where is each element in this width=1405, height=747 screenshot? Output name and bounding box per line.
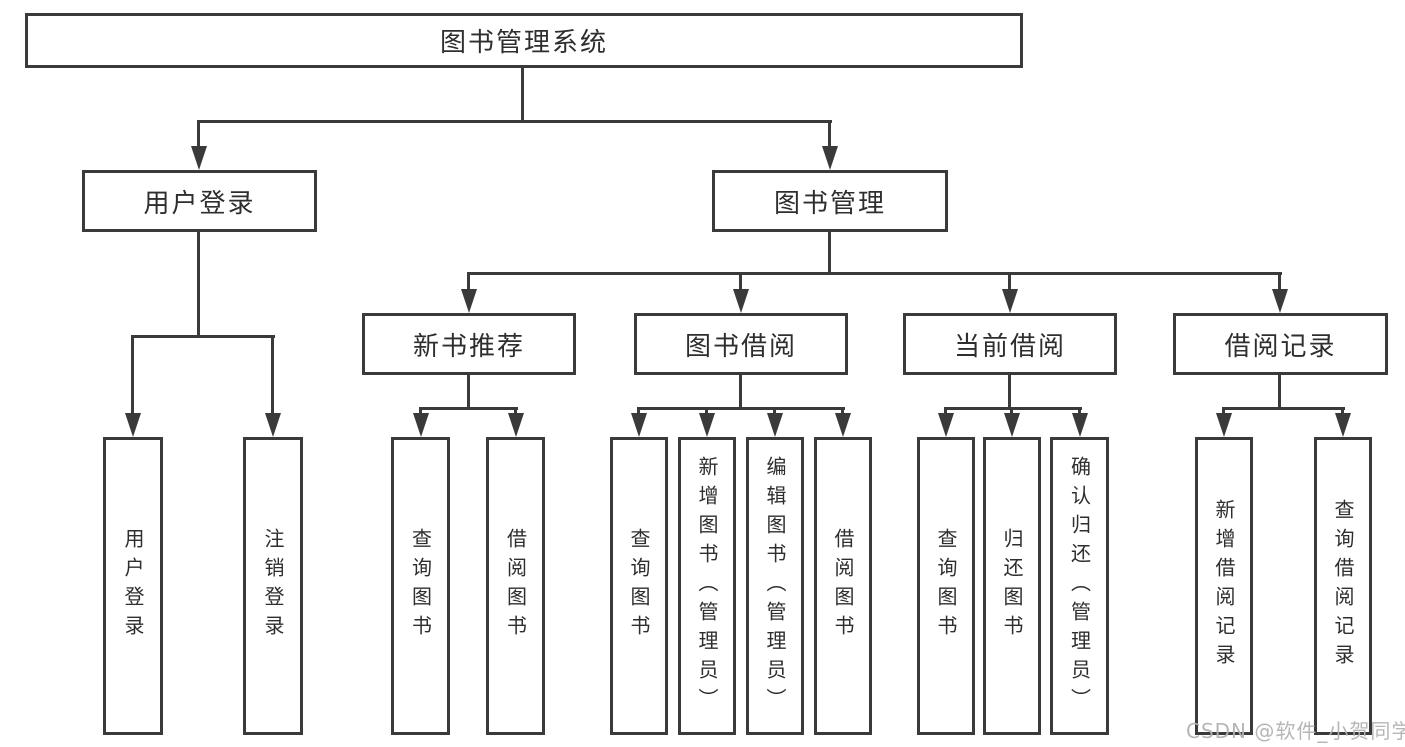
arrowhead-icon [733, 289, 749, 313]
arrowhead-icon [125, 413, 141, 437]
connector-line [1278, 375, 1281, 410]
connector-line [131, 335, 275, 338]
connector-line [1078, 407, 1081, 415]
arrowhead-icon [1072, 413, 1088, 437]
connector-line [773, 407, 776, 415]
connector-line [1010, 407, 1013, 415]
arrowhead-icon [767, 413, 783, 437]
connector-line [197, 120, 832, 123]
arrowhead-icon [1004, 413, 1020, 437]
leaf-add-books-admin: 新增图书（管理员） [678, 437, 736, 735]
leaf-add-borrow-record: 新增借阅记录 [1195, 437, 1253, 735]
leaf-query-books-borrowing: 查询图书 [610, 437, 668, 735]
leaf-confirm-return-admin: 确认归还（管理员） [1050, 437, 1109, 735]
connector-line [828, 232, 831, 275]
connector-line [1341, 407, 1344, 415]
connector-line [514, 407, 517, 415]
connector-line [197, 120, 200, 148]
node-label: 注销登录 [261, 528, 285, 644]
node-label: 查询图书 [934, 528, 958, 644]
node-label: 借阅记录 [1224, 331, 1337, 362]
leaf-borrow-books-borrowing: 借阅图书 [814, 437, 872, 735]
connector-line [1222, 407, 1225, 415]
node-label: 用户登录 [143, 188, 256, 219]
connector-line [637, 407, 640, 415]
node-label: 借阅图书 [831, 528, 855, 644]
node-borrowing-records: 借阅记录 [1173, 313, 1388, 375]
node-label: 归还图书 [1000, 528, 1024, 644]
arrowhead-icon [413, 413, 429, 437]
node-user-login: 用户登录 [82, 170, 317, 232]
node-book-management: 图书管理 [712, 170, 948, 232]
node-label: 图书管理系统 [439, 28, 608, 58]
leaf-query-books-current: 查询图书 [917, 437, 975, 735]
connector-line [467, 272, 1282, 275]
arrowhead-icon [699, 413, 715, 437]
connector-line [637, 407, 845, 410]
node-label: 查询图书 [408, 528, 433, 644]
leaf-edit-books-admin: 编辑图书（管理员） [746, 437, 804, 735]
connector-line [521, 68, 524, 123]
connector-line [467, 375, 470, 410]
connector-line [944, 407, 1082, 410]
leaf-logout: 注销登录 [243, 437, 303, 735]
node-label: 图书借阅 [684, 331, 797, 362]
connector-line [705, 407, 708, 415]
node-current-borrowing: 当前借阅 [903, 313, 1117, 375]
watermark: CSDN @软件_小贺同学 [1186, 719, 1405, 743]
node-label: 用户登录 [121, 528, 145, 644]
leaf-borrow-books-newrec: 借阅图书 [486, 437, 545, 735]
connector-line [739, 272, 742, 291]
arrowhead-icon [461, 289, 477, 313]
arrowhead-icon [1335, 413, 1351, 437]
node-label: 新增图书（管理员） [695, 455, 719, 717]
connector-line [739, 375, 742, 410]
arrowhead-icon [508, 413, 524, 437]
connector-line [131, 335, 134, 415]
connector-line [467, 272, 470, 291]
arrowhead-icon [1002, 289, 1018, 313]
node-new-book-recommendation: 新书推荐 [362, 313, 576, 375]
node-label: 查询图书 [627, 528, 651, 644]
arrowhead-icon [265, 413, 281, 437]
leaf-query-books-newrec: 查询图书 [391, 437, 450, 735]
connector-line [828, 120, 831, 148]
arrowhead-icon [938, 413, 954, 437]
arrowhead-icon [1272, 289, 1288, 313]
node-label: 当前借阅 [953, 331, 1066, 362]
connector-line [1008, 272, 1011, 291]
node-label: 新增借阅记录 [1212, 499, 1236, 673]
arrowhead-icon [822, 146, 838, 170]
connector-line [944, 407, 947, 415]
connector-line [419, 407, 518, 410]
connector-line [197, 232, 200, 338]
connector-line [1222, 407, 1345, 410]
connector-line [841, 407, 844, 415]
node-label: 图书管理 [773, 188, 886, 219]
arrowhead-icon [631, 413, 647, 437]
connector-line [271, 335, 274, 415]
node-label: 新书推荐 [412, 331, 525, 362]
node-book-borrowing: 图书借阅 [634, 313, 848, 375]
node-label: 查询借阅记录 [1331, 499, 1355, 673]
leaf-return-books: 归还图书 [983, 437, 1041, 735]
node-root: 图书管理系统 [25, 13, 1023, 68]
arrowhead-icon [191, 146, 207, 170]
connector-line [1008, 375, 1011, 410]
arrowhead-icon [835, 413, 851, 437]
connector-line [419, 407, 422, 415]
leaf-query-borrow-record: 查询借阅记录 [1314, 437, 1372, 735]
leaf-user-login: 用户登录 [103, 437, 163, 735]
connector-line [1278, 272, 1281, 291]
node-label: 借阅图书 [503, 528, 528, 644]
node-label: 确认归还（管理员） [1067, 455, 1092, 717]
arrowhead-icon [1216, 413, 1232, 437]
node-label: 编辑图书（管理员） [763, 455, 787, 717]
